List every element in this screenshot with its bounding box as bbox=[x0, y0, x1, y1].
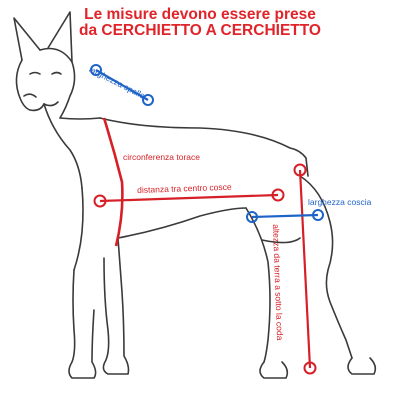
height-ground-to-tail-measure bbox=[293, 163, 317, 375]
chest-to-hip-end-marker bbox=[271, 188, 285, 202]
shoulder-width-start-marker bbox=[90, 64, 102, 76]
thigh-width-start-marker bbox=[246, 211, 258, 223]
dog-outline bbox=[13, 11, 377, 379]
chest-circumference-curve bbox=[102, 117, 124, 247]
chest-to-hip-line bbox=[99, 193, 279, 203]
height-bottom-marker bbox=[303, 361, 317, 375]
shoulder-width-end-marker bbox=[142, 94, 154, 106]
thigh-width-line bbox=[251, 213, 319, 219]
shoulder-width-line bbox=[95, 69, 149, 101]
title-line-2: da CERCHIETTO A CERCHIETTO bbox=[79, 22, 321, 39]
shoulder-width-measure bbox=[90, 64, 154, 106]
thigh-width-label: larghezza coscia bbox=[308, 197, 372, 207]
thigh-width-end-marker bbox=[312, 209, 324, 221]
chest-to-hip-start-marker bbox=[93, 194, 107, 208]
height-top-marker bbox=[293, 163, 307, 177]
title-line-1: Le misure devono essere prese bbox=[84, 6, 316, 23]
chest-circumference-label: circonferenza torace bbox=[123, 152, 201, 162]
thigh-width-measure bbox=[246, 209, 324, 223]
chest-to-hip-measure bbox=[93, 188, 285, 208]
height-line bbox=[298, 169, 312, 369]
